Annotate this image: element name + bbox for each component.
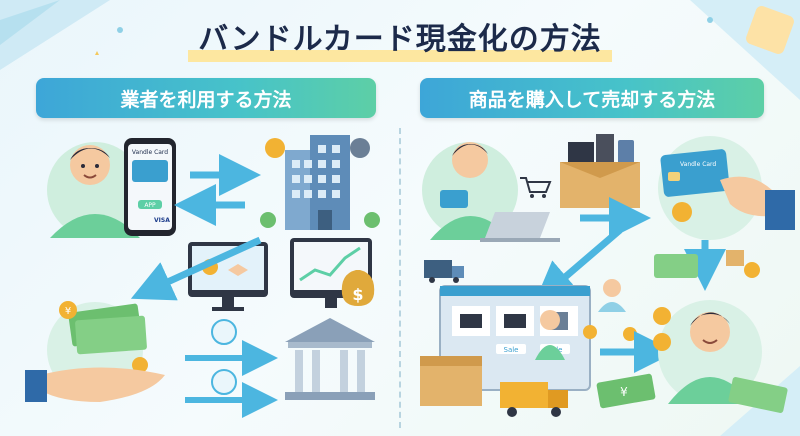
person-with-phone (47, 142, 143, 238)
corner-decoration (690, 0, 800, 100)
arrow-diagonal (130, 236, 262, 301)
delivery-van-icon (500, 382, 568, 417)
coin-symbol: ¥ (65, 306, 71, 317)
arrow-diagonal (534, 227, 623, 304)
money-bag-symbol: $ (352, 285, 363, 304)
shopping-cart-icon (520, 177, 552, 198)
corner-decoration (0, 0, 123, 70)
delivery-truck-icon (424, 260, 464, 283)
hand-with-cash-icon: ¥ (25, 301, 165, 402)
monitor-handshake-icon (188, 242, 268, 311)
section-divider (399, 128, 401, 428)
phone-app-label: APP (144, 202, 156, 209)
buyer-person-icon (535, 310, 565, 360)
person-with-laptop (422, 142, 560, 242)
cash-symbol: ¥ (620, 385, 628, 399)
coins-icon (211, 319, 237, 345)
section-heading-resell: 商品を購入して売却する方法 (420, 78, 764, 118)
resell-method-illustration: Vandle Card Sale Sale (420, 134, 795, 417)
section-heading-dealer: 業者を利用する方法 (36, 78, 376, 118)
card-in-hand-icon: Vandle Card (658, 136, 795, 240)
dealer-method-illustration: Vandle Card APP VISA (25, 135, 380, 418)
product-box-icon (560, 134, 640, 208)
phone-icon: Vandle Card APP VISA (124, 138, 176, 236)
phone-network-label: VISA (154, 217, 170, 224)
cardboard-box-icon (420, 356, 482, 406)
bank-building-icon (285, 318, 375, 400)
buyers-icon (583, 279, 637, 341)
monitor-chart-icon: $ (290, 238, 375, 308)
cash-stack-icon: ¥ (596, 373, 788, 413)
page-title: バンドルカード現金化の方法 (188, 14, 612, 62)
office-building-icon (260, 135, 380, 230)
sale-tag-label: Sale (504, 346, 519, 354)
card-brand-label: Vandle Card (680, 161, 716, 168)
bank-small-icon (211, 369, 237, 395)
cash-icon (654, 250, 760, 278)
phone-card-brand: Vandle Card (132, 149, 168, 156)
